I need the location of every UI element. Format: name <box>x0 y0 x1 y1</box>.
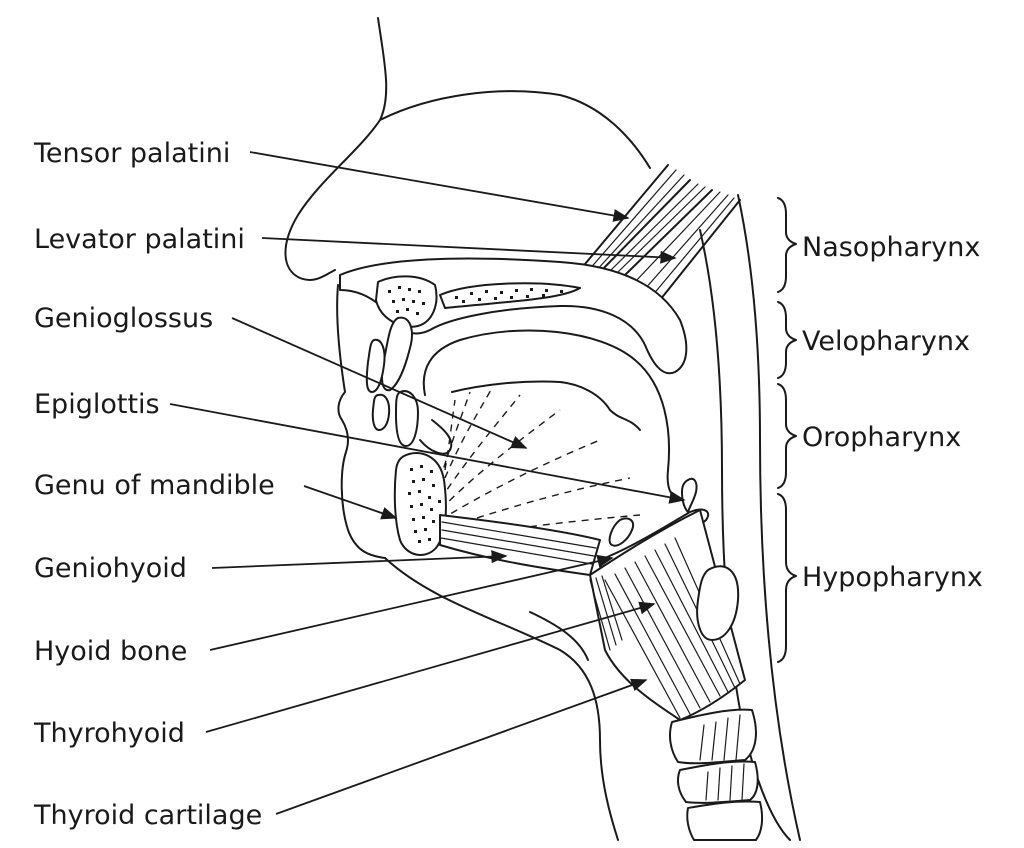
palatini-muscle-bundles <box>579 164 741 301</box>
palate <box>339 257 688 375</box>
label-hypopharynx: Hypopharynx <box>802 562 983 593</box>
label-nasopharynx: Nasopharynx <box>802 232 980 263</box>
tongue <box>419 329 685 541</box>
label-oropharynx: Oropharynx <box>802 422 961 453</box>
label-epiglottis: Epiglottis <box>34 389 160 420</box>
label-levator-palatini: Levator palatini <box>34 224 245 255</box>
mandible <box>393 452 447 556</box>
label-thyroid-cartilage: Thyroid cartilage <box>33 800 262 831</box>
leader-hyoid-bone <box>209 554 614 651</box>
hypopharynx-brace <box>777 493 797 663</box>
left-labels: Tensor palatini Levator palatini Geniogl… <box>33 138 275 831</box>
leader-levator-palatini <box>261 237 677 264</box>
nasopharynx-brace <box>777 197 797 293</box>
velopharynx-brace <box>777 301 797 379</box>
leader-tensor-palatini <box>249 151 630 222</box>
label-velopharynx: Velopharynx <box>802 326 970 357</box>
oropharynx-brace <box>777 383 797 489</box>
label-thyrohyoid: Thyrohyoid <box>33 718 185 749</box>
label-genu-of-mandible: Genu of mandible <box>34 470 275 501</box>
leader-thyrohyoid <box>205 601 656 733</box>
leader-genu-of-mandible <box>303 485 398 520</box>
larynx <box>589 509 764 841</box>
leader-genioglossus <box>231 317 528 449</box>
label-genioglossus: Genioglossus <box>34 303 213 334</box>
leader-geniohyoid <box>211 550 508 569</box>
leader-lines <box>169 151 686 815</box>
right-labels: Nasopharynx Velopharynx Oropharynx Hypop… <box>802 232 983 593</box>
leader-thyroid-cartilage <box>275 678 648 815</box>
region-braces <box>777 197 797 663</box>
label-geniohyoid: Geniohyoid <box>34 553 187 584</box>
label-hyoid-bone: Hyoid bone <box>34 636 187 667</box>
leader-epiglottis <box>169 403 686 504</box>
label-tensor-palatini: Tensor palatini <box>33 138 230 169</box>
geniohyoid-muscle <box>439 514 601 576</box>
